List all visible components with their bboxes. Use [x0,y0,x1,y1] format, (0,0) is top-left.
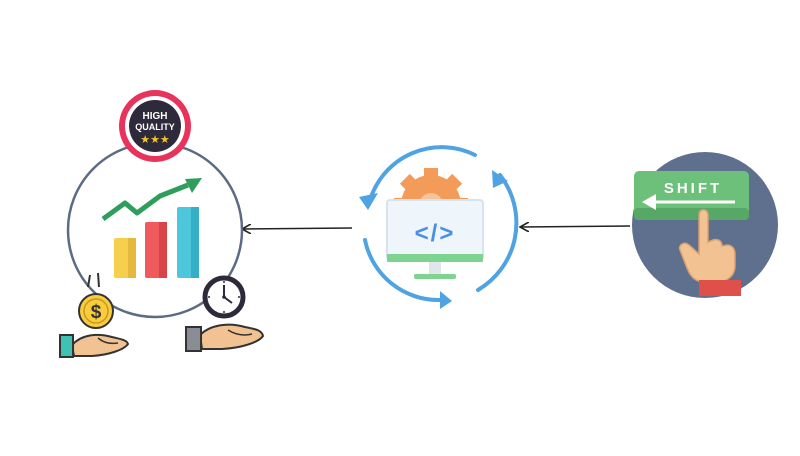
cuff [59,334,74,358]
badge-line-1: HIGH [143,111,168,122]
high-quality-badge-icon: HIGH QUALITY ★★★ [119,90,191,162]
coin-symbol: $ [91,302,102,323]
badge-line-2: QUALITY [135,122,175,132]
shift-key-label: SHIFT [664,180,722,197]
outcome-group [66,141,244,319]
pointing-hand-icon [678,209,741,296]
arrow-process-to-outcome [243,228,353,229]
growth-chart-icon [101,178,202,278]
arrow-shift-to-process [521,226,631,227]
code-symbol: </> [415,220,456,247]
badge-stars: ★★★ [140,134,170,146]
sleeve [699,280,741,296]
software-development-cycle-icon: </> [359,145,519,309]
hand-holding-clock-icon [185,275,265,352]
hand-holding-dollar-icon: $ [59,272,130,358]
trend-arrow [101,182,189,222]
shift-key [634,171,749,220]
shift-key-press-icon: SHIFT [632,152,778,298]
monitor-icon: </> [386,199,484,279]
cycle-arrow-left [363,238,442,303]
cycle-arrow-top [368,145,477,202]
cycle-arrow-right [476,173,519,292]
